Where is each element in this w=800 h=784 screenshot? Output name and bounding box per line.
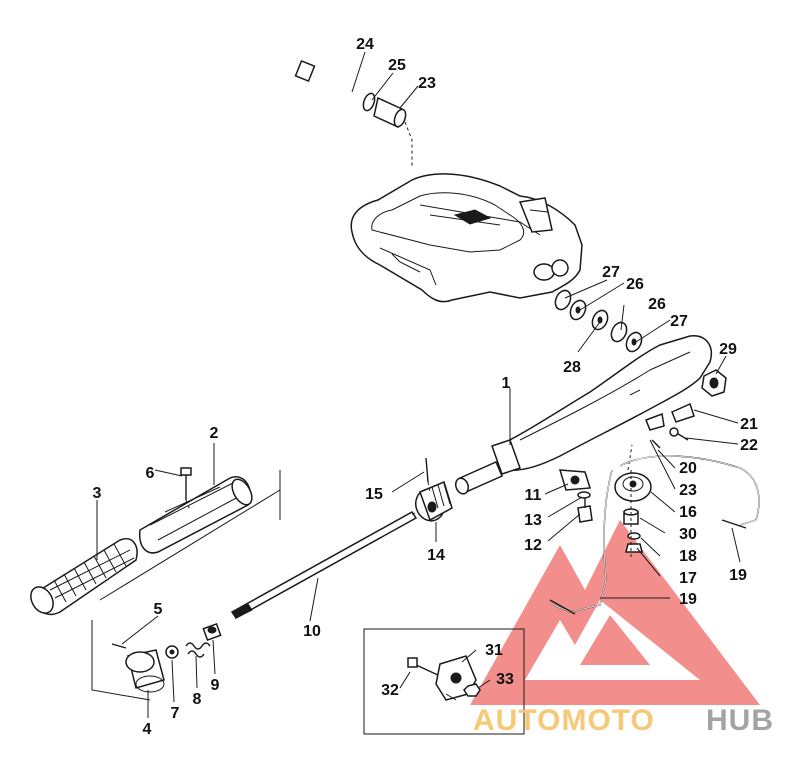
callout-26a: 26 — [626, 276, 644, 293]
callout-20: 20 — [679, 460, 697, 477]
callout-7: 7 — [171, 705, 180, 722]
callout-28: 28 — [563, 359, 581, 376]
automotohub-logo-mark — [470, 520, 760, 705]
callout-2: 2 — [210, 425, 219, 442]
sleeve-4 — [125, 649, 165, 693]
automotohub-logo: AUTOMOTO HUB — [473, 704, 774, 737]
callout-23a: 23 — [418, 75, 436, 92]
nut-29 — [701, 369, 727, 397]
bracket-11 — [558, 469, 591, 491]
logo-text-hub: HUB — [706, 704, 774, 737]
washer-13 — [577, 491, 591, 499]
bolt-24 — [294, 59, 361, 99]
callout-6: 6 — [146, 465, 155, 482]
callout-22: 22 — [740, 437, 758, 454]
bushing-30 — [623, 508, 639, 525]
pin-5 — [111, 643, 127, 649]
callout-29: 29 — [719, 341, 737, 358]
washer-25 — [362, 92, 376, 112]
washer-stack — [554, 289, 643, 353]
callout-27b: 27 — [670, 313, 688, 330]
bushing-9 — [202, 623, 222, 641]
callout-11: 11 — [525, 487, 542, 504]
friction-knob-16 — [614, 472, 652, 502]
callout-12: 12 — [524, 537, 542, 554]
washer-7 — [165, 645, 179, 659]
callout-5: 5 — [154, 601, 163, 618]
grip-3 — [30, 538, 138, 616]
callout-30: 30 — [679, 526, 697, 543]
callout-18: 18 — [679, 548, 697, 565]
callout-23b: 23 — [679, 482, 697, 499]
bolt-12 — [577, 496, 593, 523]
callout-32: 32 — [381, 682, 399, 699]
callout-8: 8 — [193, 691, 202, 708]
callout-4: 4 — [143, 721, 152, 738]
callout-24: 24 — [356, 36, 374, 53]
screw-6 — [180, 467, 192, 500]
callout-31: 31 — [485, 642, 503, 659]
nut-33 — [463, 683, 481, 697]
callout-19a: 19 — [729, 567, 747, 584]
screw-22 — [669, 427, 689, 441]
callout-21: 21 — [740, 416, 758, 433]
grip-sleeve-2 — [138, 476, 253, 554]
leader-lines — [96, 51, 741, 718]
logo-text-automoto: AUTOMOTO — [473, 704, 655, 737]
steering-bracket — [350, 173, 583, 303]
callout-3: 3 — [93, 485, 102, 502]
callout-27a: 27 — [602, 264, 620, 281]
gear-14 — [415, 480, 453, 522]
screw-32 — [407, 657, 441, 677]
spring-8 — [185, 642, 211, 658]
clip-21 — [671, 402, 695, 423]
callout-26b: 26 — [648, 296, 666, 313]
part-20 — [645, 412, 665, 431]
callout-25: 25 — [388, 57, 406, 74]
pin-15 — [425, 457, 429, 483]
callout-1: 1 — [502, 375, 511, 392]
tiller-arm — [454, 335, 712, 495]
callout-14: 14 — [427, 547, 445, 564]
shaft-10 — [230, 511, 418, 619]
callout-15: 15 — [365, 486, 383, 503]
throttle-cable-19 — [549, 455, 760, 615]
callout-17: 17 — [679, 570, 697, 587]
callout-19b: 19 — [679, 591, 697, 608]
bushing-23-top — [373, 96, 407, 129]
callout-9: 9 — [211, 677, 220, 694]
callout-13: 13 — [524, 512, 542, 529]
inset-box — [363, 628, 525, 735]
washer-18 — [627, 532, 641, 540]
callout-labels: 1 2 3 4 5 6 7 8 9 10 11 12 13 14 15 16 1… — [93, 36, 758, 738]
callout-33: 33 — [496, 671, 514, 688]
callout-10: 10 — [303, 623, 321, 640]
callout-16: 16 — [679, 504, 697, 521]
